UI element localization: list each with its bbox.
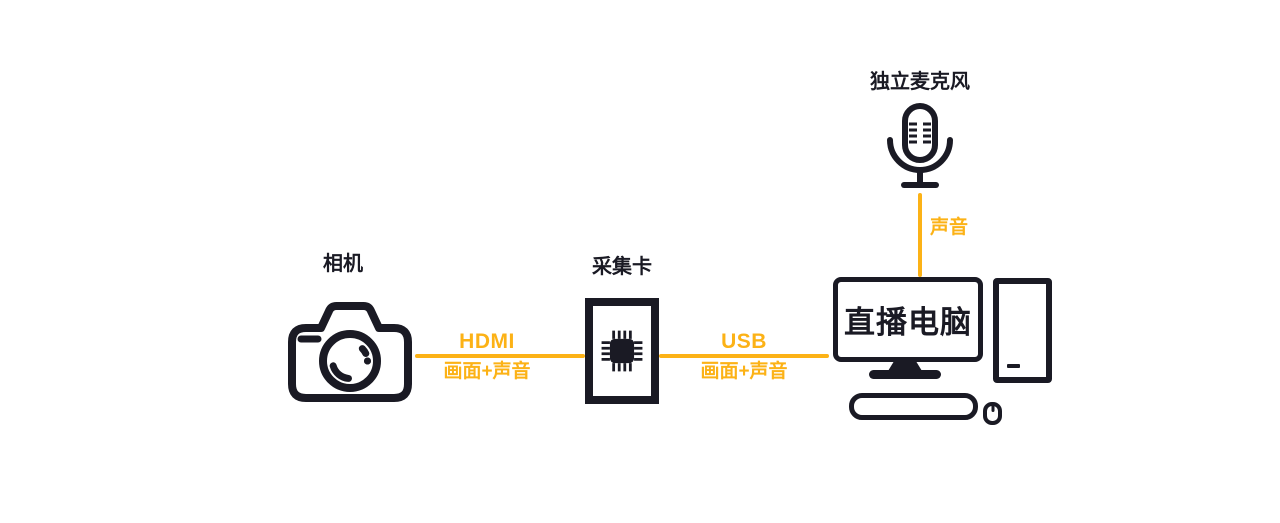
- chip-icon: [601, 330, 643, 372]
- computer-tower-icon: [993, 278, 1052, 383]
- usb-protocol-label: USB: [721, 330, 767, 353]
- monitor-stand-neck: [888, 361, 922, 371]
- usb-payload-label: 画面+声音: [700, 361, 788, 382]
- monitor-icon: 直播电脑: [833, 277, 983, 362]
- keyboard-icon: [849, 393, 978, 420]
- microphone-label: 独立麦克风: [870, 71, 970, 93]
- usb-connector-line: [659, 354, 829, 358]
- tower-drive-slot: [1007, 364, 1020, 368]
- hdmi-connector-line: [415, 354, 585, 358]
- capture-card-body: [585, 298, 659, 404]
- mic-payload-label: 声音: [930, 217, 969, 238]
- hdmi-protocol-label: HDMI: [459, 330, 515, 353]
- mic-connector-line: [918, 193, 922, 277]
- mouse-wheel-notch: [991, 404, 994, 412]
- camera-icon: [288, 302, 412, 402]
- hdmi-payload-label: 画面+声音: [443, 361, 531, 382]
- monitor-stand-base: [869, 370, 941, 379]
- microphone-icon: [887, 103, 953, 188]
- capture-card-label: 采集卡: [592, 256, 652, 278]
- mouse-icon: [983, 402, 1002, 425]
- computer-label: 直播电脑: [844, 305, 972, 340]
- camera-label: 相机: [323, 253, 363, 275]
